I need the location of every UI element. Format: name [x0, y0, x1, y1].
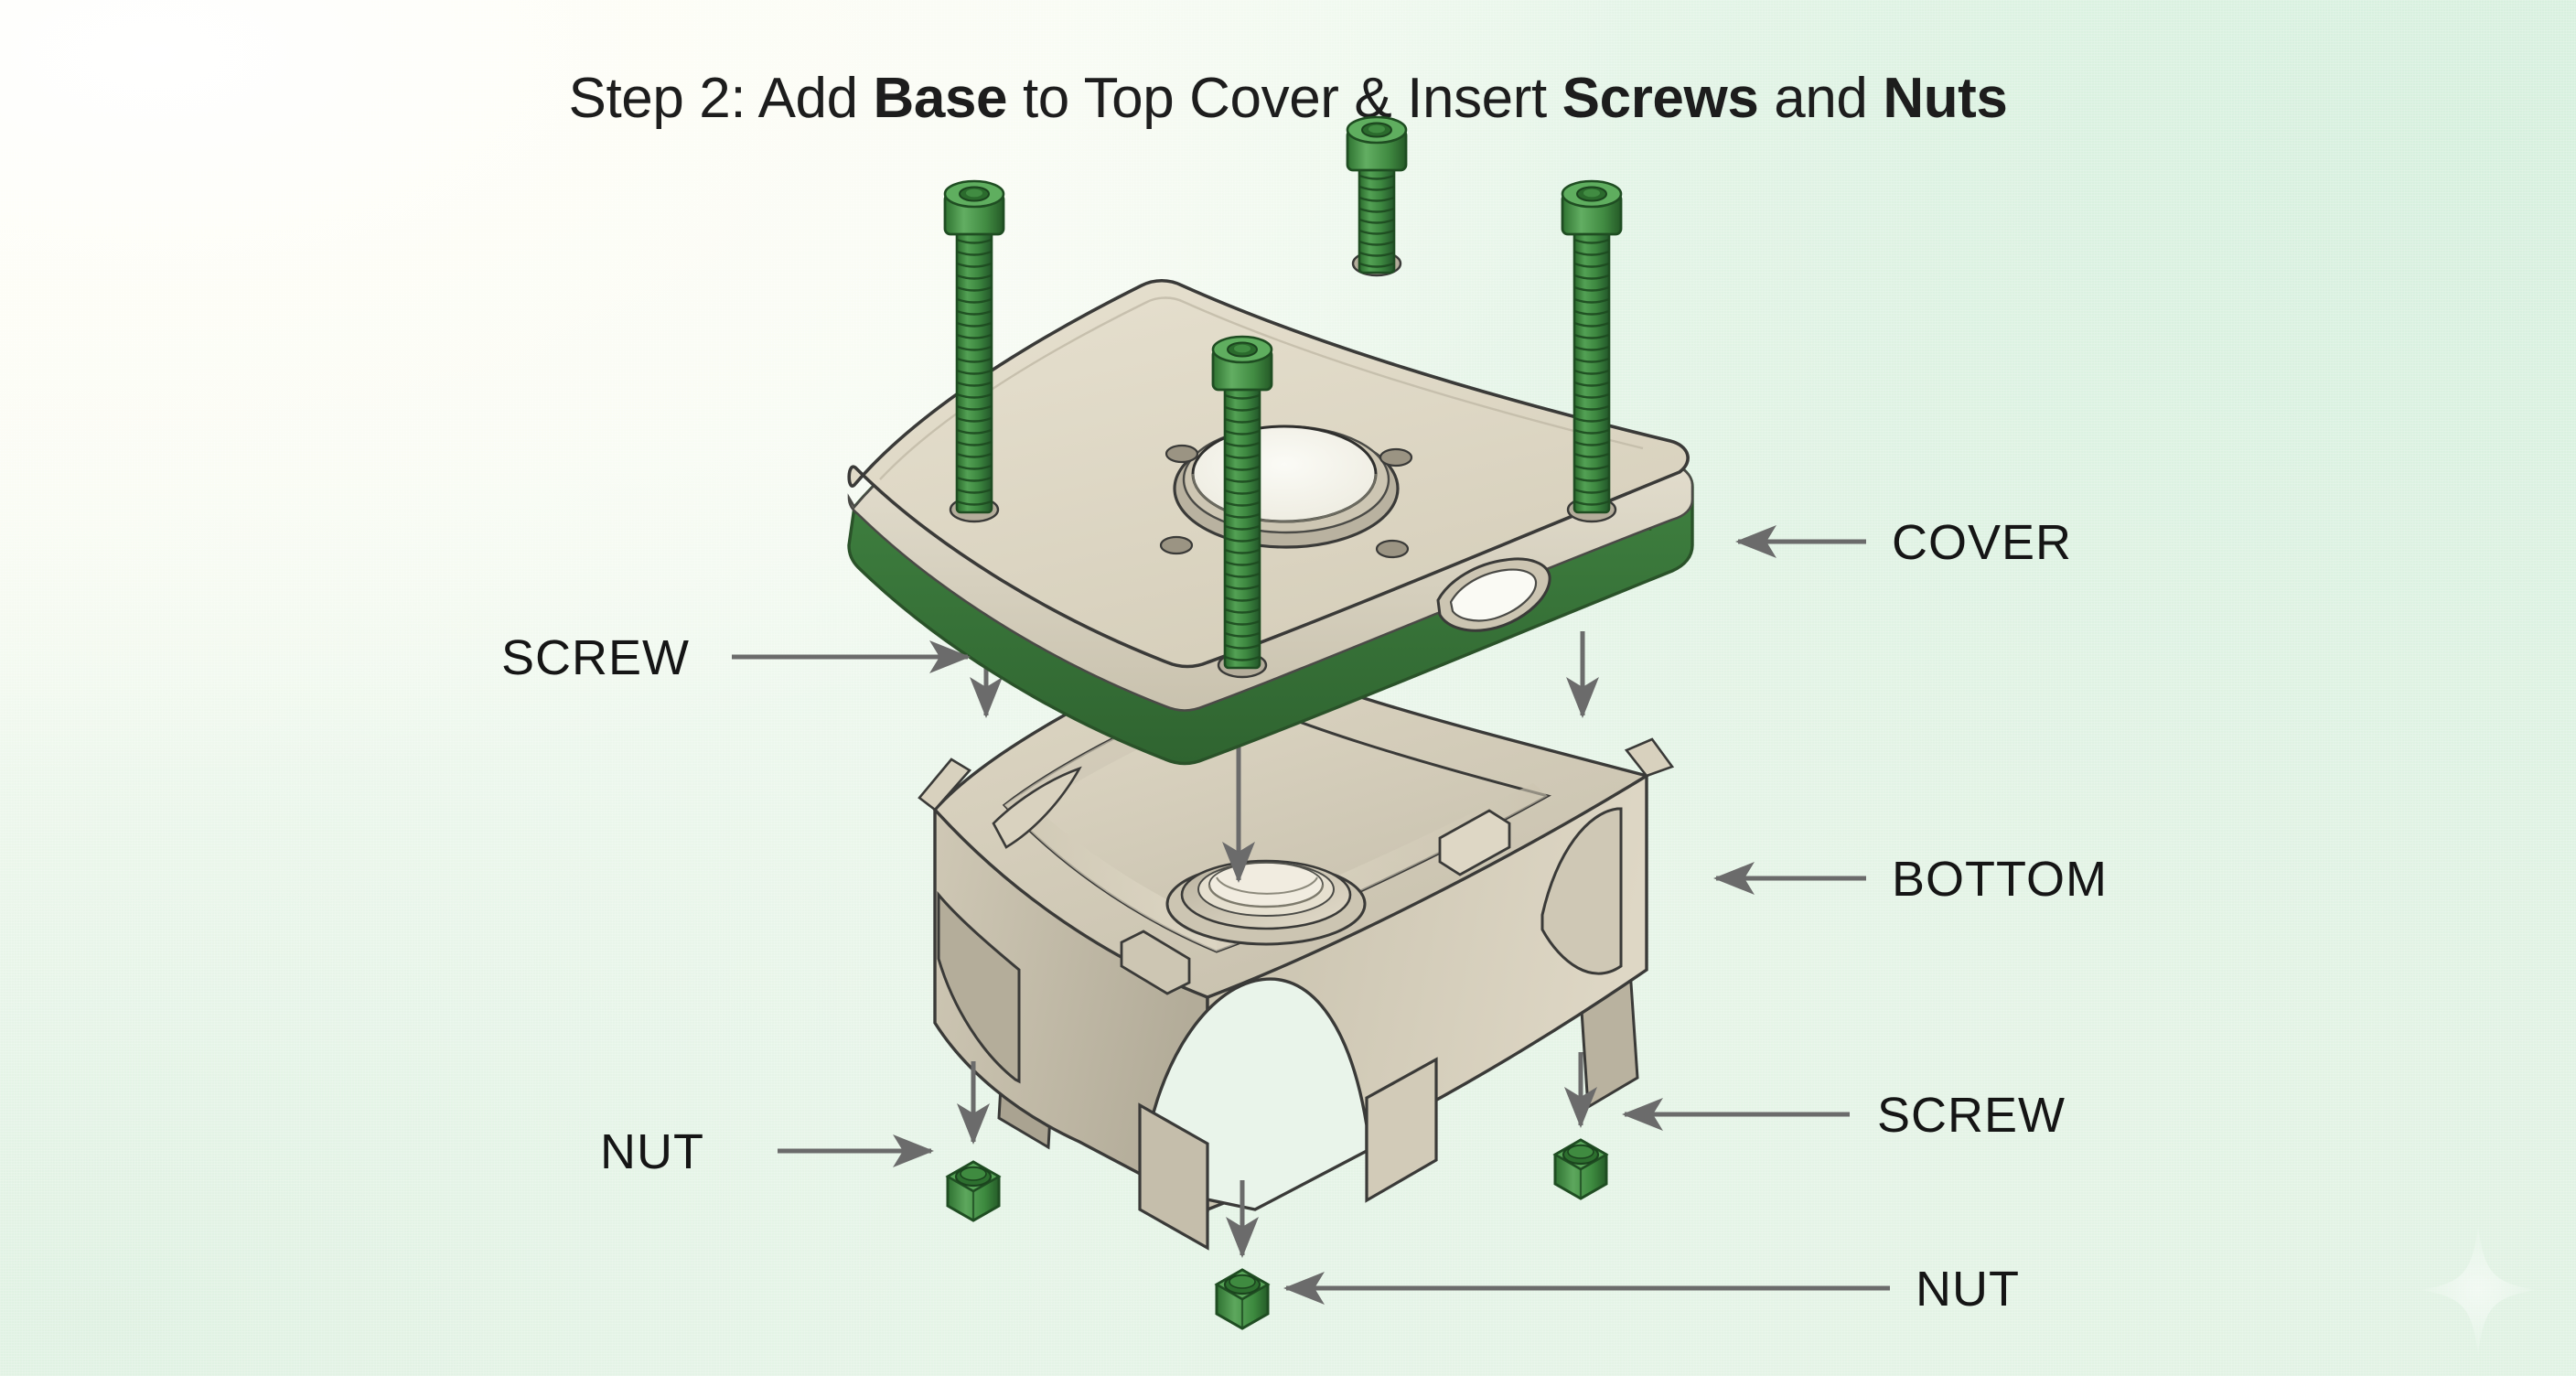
title-bold-base: Base [873, 67, 1008, 130]
bottom-leg-front-right [1365, 1057, 1438, 1203]
title-bold-screws: Screws [1562, 67, 1759, 130]
bottom-leg-front-left [1138, 1102, 1209, 1251]
screw-left [943, 179, 1005, 514]
label-nut-left: NUT [600, 1124, 704, 1179]
bottom-housing [918, 639, 1675, 1251]
callout-arrows [732, 525, 1890, 1305]
page-title: Step 2: Add Base to Top Cover & Insert S… [0, 66, 2576, 131]
cover-bolt-holes [1159, 444, 1413, 559]
label-nut-bottom: NUT [1916, 1262, 2020, 1317]
title-bold-nuts: Nuts [1883, 67, 2008, 130]
title-mid-2: and [1758, 67, 1884, 130]
left-arch-cutout [937, 890, 1021, 1084]
label-screw-left: SCREW [501, 630, 690, 685]
title-prefix: Step 2: Add [568, 67, 874, 130]
label-cover: COVER [1892, 515, 2073, 570]
internal-tab-right [1438, 809, 1511, 876]
right-arch-cutout [1540, 807, 1623, 975]
sparkle-decoration [2420, 1226, 2536, 1354]
cover-center-hole [1173, 425, 1400, 549]
label-bottom: BOTTOM [1892, 852, 2109, 907]
internal-rib-left [992, 766, 1082, 849]
internal-tab-front [1120, 930, 1191, 995]
nut-right [1552, 1138, 1609, 1200]
cover-oblong-slot [1436, 557, 1551, 632]
title-mid-1: to Top Cover & Insert [1007, 67, 1562, 130]
nut-bottom [1214, 1268, 1271, 1330]
nut-left [945, 1160, 1002, 1222]
screw-front [1211, 335, 1273, 670]
screw-rear [1346, 115, 1408, 274]
label-screw-right: SCREW [1877, 1088, 2066, 1143]
screw-right [1561, 179, 1623, 514]
